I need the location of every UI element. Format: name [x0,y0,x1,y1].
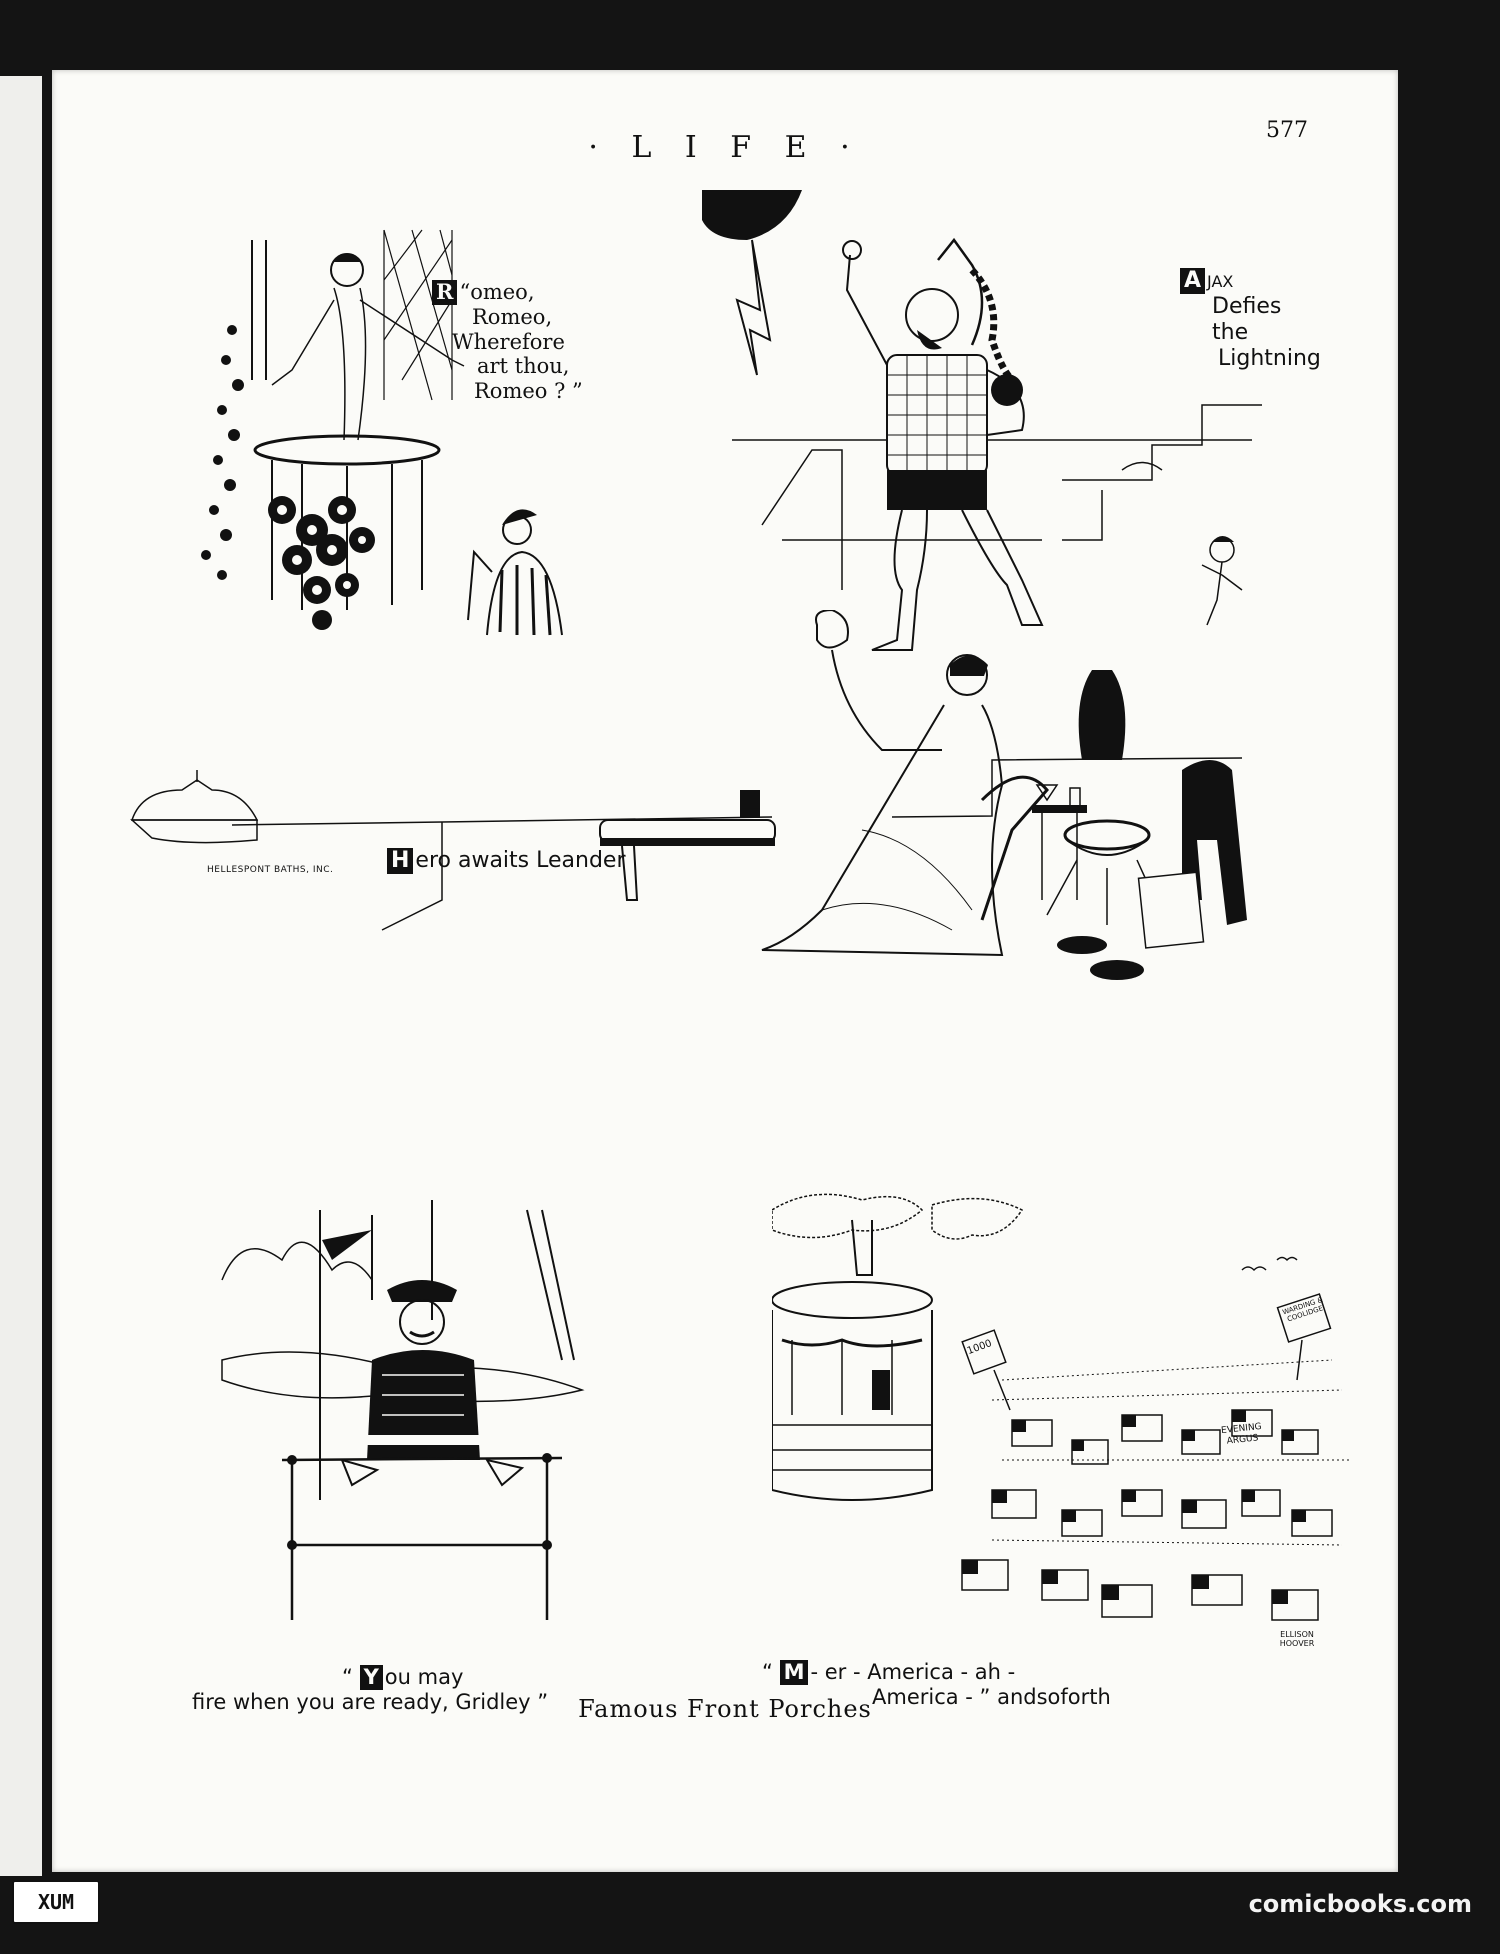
magazine-page: · L I F E · 577 [52,70,1398,1872]
watermark: comicbooks.com [1248,1890,1472,1918]
ajax-illustration [702,190,1262,651]
hero-sign-text: HELLESPONT BATHS, INC. [207,865,334,875]
panel-america: 1000 WARDING & COOLIDGE ELLISON HOOVER “… [762,1190,1372,1709]
romeo-caption-line: Wherefore [452,329,565,354]
page-number: 577 [1266,118,1308,143]
america-caption: “ M- er - America - ah - America - ” and… [762,1660,1182,1710]
romeo-caption-line: art thou, [477,354,570,379]
america-caption-line: - er - America - ah - [810,1660,1016,1684]
america-illustration [772,1193,1352,1621]
hero-illustration [130,610,1247,980]
ajax-caption-line: JAX [1207,272,1234,291]
romeo-illustration [201,229,563,636]
romeo-caption-initial: R [432,279,458,305]
romeo-caption-line: Romeo, [472,304,553,329]
hero-caption-text: ero awaits Leander [415,848,626,873]
gridley-illustration [221,1200,585,1620]
gridley-caption-line: ou may [384,1665,464,1689]
america-signature-text: ELLISON HOOVER [1279,1630,1315,1649]
romeo-caption: R“omeo, Romeo, Wherefore art thou, Romeo… [432,279,583,404]
panel-romeo: R“omeo, Romeo, Wherefore art thou, Romeo… [122,180,642,680]
ajax-caption-line: the [1212,319,1249,345]
hero-caption-initial: H [387,848,414,874]
gridley-caption-initial: Y [359,1665,383,1690]
scan-badge: XUM [12,1880,100,1924]
ajax-caption-line: Defies [1212,293,1282,319]
page-title: Famous Front Porches [578,1695,872,1723]
hero-sign: HELLESPONT BATHS, INC. [207,865,333,876]
previous-page-edge [0,76,42,1876]
america-caption-line: America - ” andsoforth [872,1684,1111,1709]
ajax-caption-initial: A [1180,268,1206,294]
america-caption-initial: M [779,1660,809,1685]
america-signature: ELLISON HOOVER [1262,1630,1332,1649]
romeo-caption-line: Romeo ? ” [474,379,583,404]
gridley-caption-line: fire when you are ready, Gridley ” [192,1689,549,1714]
ajax-caption-line: Lightning [1218,345,1321,371]
masthead: · L I F E · [588,130,862,165]
romeo-caption-line: “omeo, [459,280,535,304]
